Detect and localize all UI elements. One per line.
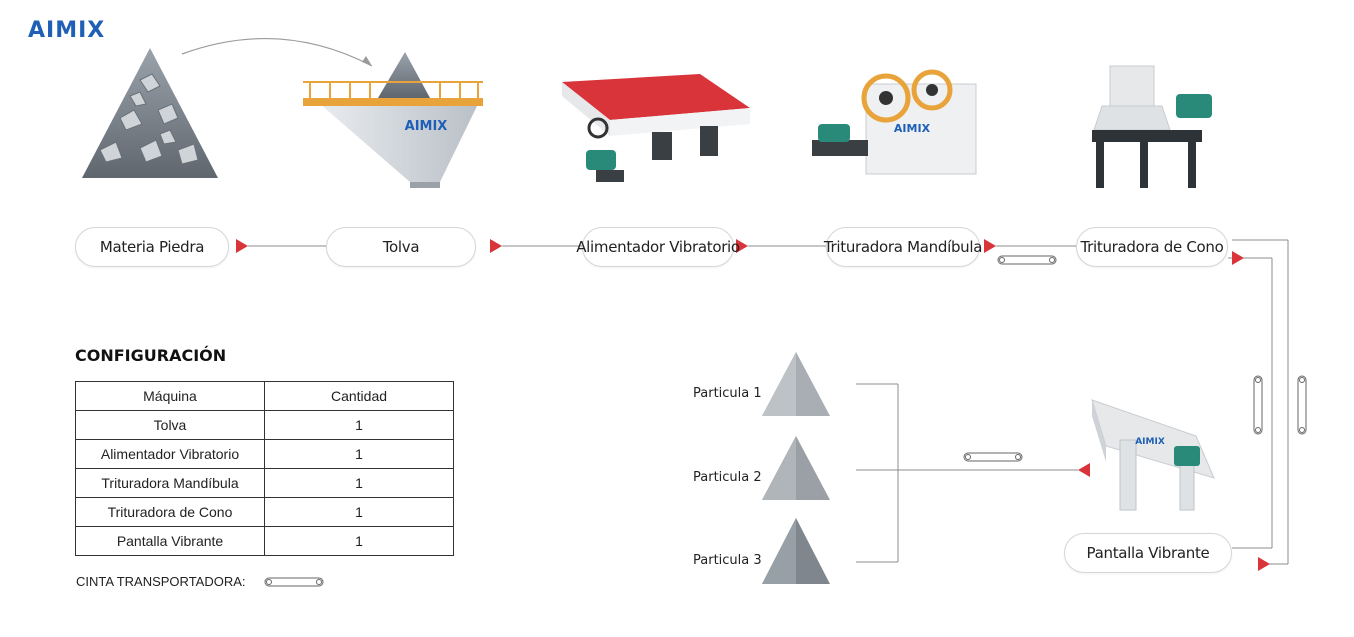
flow-connectors xyxy=(248,239,1289,565)
quantity-cell: 1 xyxy=(264,439,454,469)
brand-logo: AIMIX xyxy=(28,18,106,43)
legend-conveyor-icon xyxy=(264,577,324,587)
configuration-table: Máquina Cantidad Tolva 1 Alimentador Vib… xyxy=(75,381,454,556)
machine-cell: Trituradora de Cono xyxy=(75,497,265,527)
node-trituradora-mandibula: Trituradora Mandíbula xyxy=(824,227,982,267)
column-header-quantity: Cantidad xyxy=(264,381,454,411)
table-row: Trituradora Mandíbula 1 xyxy=(75,468,454,498)
arrow-icon xyxy=(236,239,248,253)
particle-1-label: Particula 1 xyxy=(693,386,762,401)
arrow-icon xyxy=(1078,463,1090,477)
conveyor-belt-icon xyxy=(1297,375,1307,435)
configuration-title: CONFIGURACIÓN xyxy=(75,346,227,365)
quantity-cell: 1 xyxy=(264,497,454,527)
arrow-icon xyxy=(490,239,502,253)
hopper-illustration: AIMIX xyxy=(303,52,483,188)
node-alimentador-vibratorio: Alimentador Vibratorio xyxy=(576,227,740,267)
column-header-machine: Máquina xyxy=(75,381,265,411)
conveyor-belt-icon xyxy=(963,452,1023,462)
particle-pile-1 xyxy=(762,352,830,416)
machine-cell: Trituradora Mandíbula xyxy=(75,468,265,498)
particle-2-label: Particula 2 xyxy=(693,470,762,485)
table-row: Tolva 1 xyxy=(75,410,454,440)
machine-cell: Alimentador Vibratorio xyxy=(75,439,265,469)
node-tolva: Tolva xyxy=(326,227,476,267)
screen-logo-text: AIMIX xyxy=(1135,437,1165,447)
table-row: Pantalla Vibrante 1 xyxy=(75,526,454,556)
vibrating-screen-illustration: AIMIX xyxy=(1091,399,1215,511)
stone-pile-illustration xyxy=(82,48,218,178)
arrow-icon xyxy=(1258,557,1270,571)
node-materia-piedra: Materia Piedra xyxy=(75,227,229,267)
hopper-logo-text: AIMIX xyxy=(405,119,448,134)
jaw-crusher-logo-text: AIMIX xyxy=(894,122,931,135)
particle-pile-2 xyxy=(762,436,830,500)
node-pantalla-vibrante: Pantalla Vibrante xyxy=(1064,533,1232,573)
vibrating-feeder-illustration xyxy=(562,74,750,182)
table-row: Trituradora de Cono 1 xyxy=(75,497,454,527)
machine-cell: Pantalla Vibrante xyxy=(75,526,265,556)
quantity-cell: 1 xyxy=(264,468,454,498)
conveyor-belt-icon xyxy=(997,255,1057,265)
table-row: Alimentador Vibratorio 1 xyxy=(75,439,454,469)
conveyor-legend-label: CINTA TRANSPORTADORA: xyxy=(76,574,246,589)
arrow-icon xyxy=(736,239,748,253)
arrow-icon xyxy=(1232,251,1244,265)
conveyor-belt-icon xyxy=(1253,375,1263,435)
quantity-cell: 1 xyxy=(264,410,454,440)
flow-arrowheads xyxy=(236,239,1270,571)
cone-crusher-illustration xyxy=(1092,65,1212,188)
node-trituradora-cono: Trituradora de Cono xyxy=(1076,227,1228,267)
machine-cell: Tolva xyxy=(75,410,265,440)
jaw-crusher-illustration: AIMIX xyxy=(812,69,977,175)
particle-3-label: Particula 3 xyxy=(693,553,762,568)
conveyor-belts xyxy=(963,255,1307,462)
particle-pile-3 xyxy=(762,518,830,584)
arrow-icon xyxy=(984,239,996,253)
table-header-row: Máquina Cantidad xyxy=(75,381,454,411)
quantity-cell: 1 xyxy=(264,526,454,556)
transfer-curve-arrow xyxy=(181,38,373,67)
